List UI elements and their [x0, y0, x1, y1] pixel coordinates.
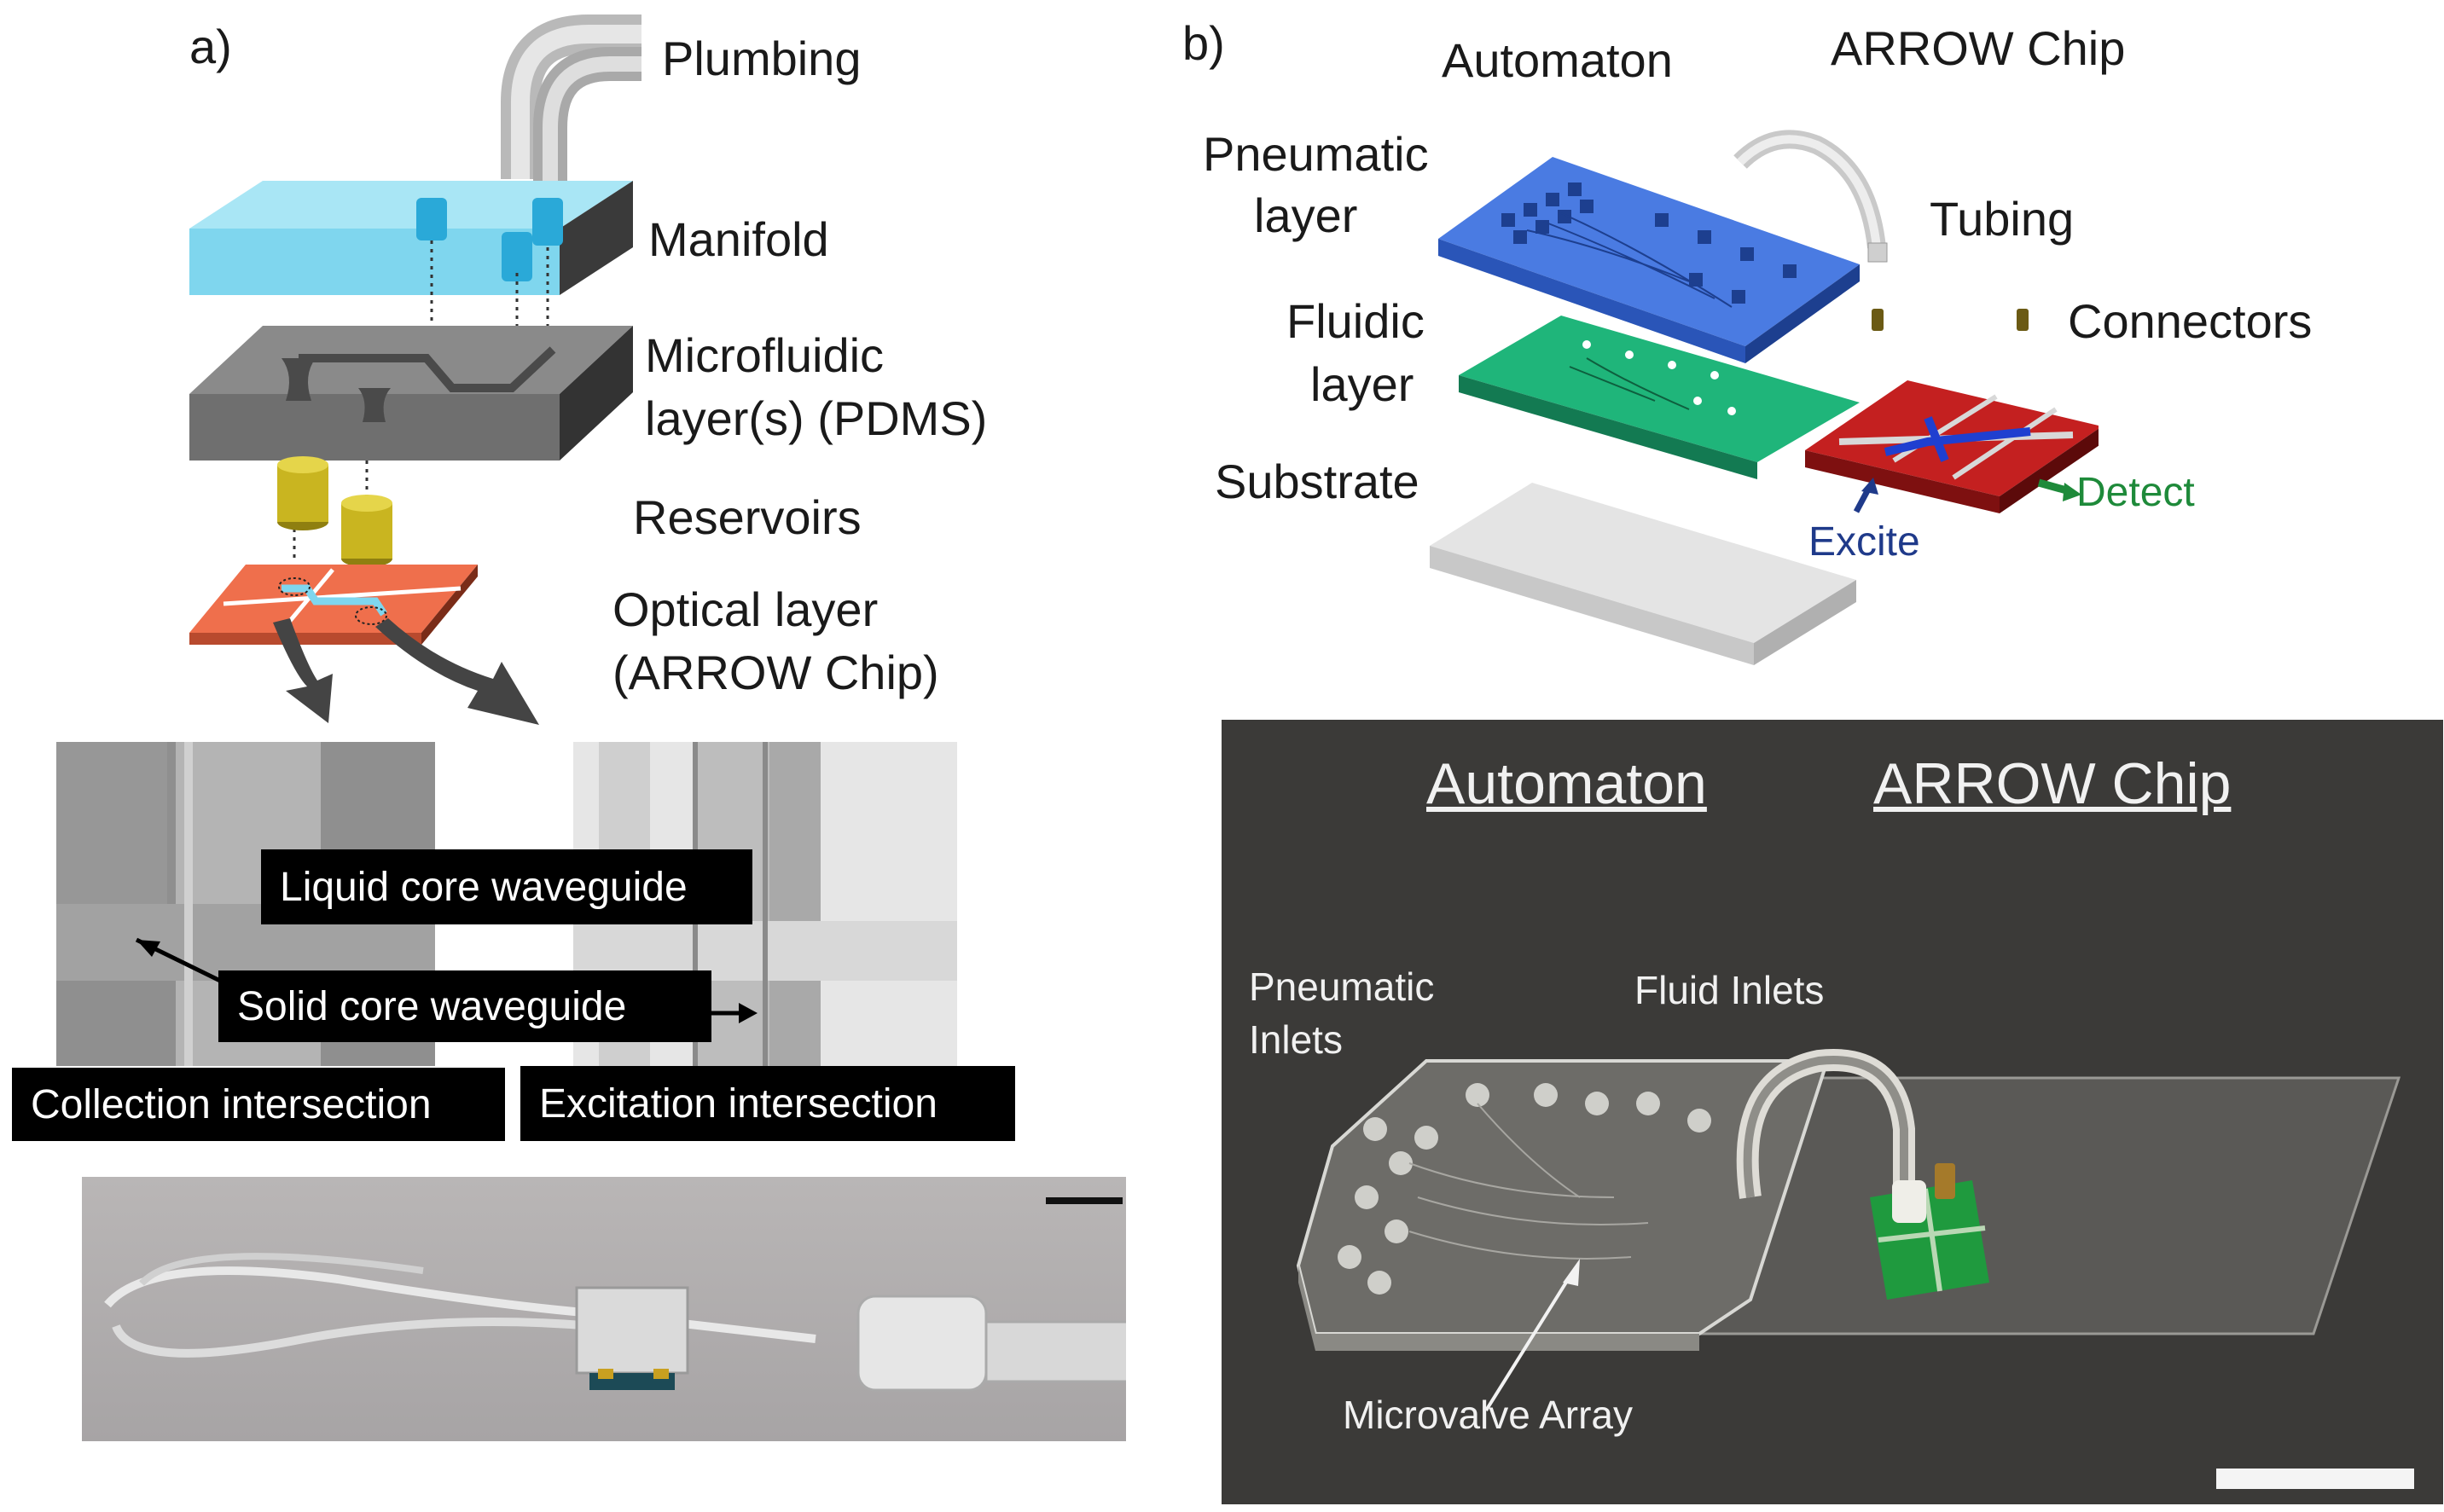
detect-arrow — [2037, 478, 2081, 501]
photo-label-inlets: Inlets — [1249, 1017, 1343, 1062]
panel-a-exploded-diagram — [189, 14, 641, 725]
automaton-photo — [1222, 720, 2443, 1504]
arrow-chip-diagram — [1805, 380, 2099, 513]
fluidic-layer — [1459, 316, 1860, 479]
label-microfluidic: Microfluidic — [645, 328, 885, 382]
photo-label-fluid-inlets: Fluid Inlets — [1634, 968, 1825, 1012]
connector-icon — [1872, 309, 1884, 331]
pdms-layer — [189, 326, 633, 461]
label-plumbing: Plumbing — [662, 32, 862, 85]
optical-layer-chip — [189, 565, 478, 645]
zoom-arrows — [273, 618, 539, 725]
photo-label-microvalve-array: Microvalve Array — [1343, 1393, 1633, 1437]
label-pneumatic-layer: layer — [1254, 188, 1358, 242]
label-fluidic: Fluidic — [1286, 294, 1425, 348]
reservoirs — [277, 456, 392, 567]
label-fluidic-layer: layer — [1310, 357, 1414, 411]
label-excite: Excite — [1808, 519, 1920, 565]
panel-a-tag: a) — [189, 20, 232, 73]
scale-bar-b — [2216, 1469, 2414, 1489]
substrate — [1430, 483, 1856, 665]
label-substrate: Substrate — [1215, 455, 1419, 508]
photo-label-arrow-chip: ARROW Chip — [1873, 751, 2232, 816]
label-arrow-chip-b: ARROW Chip — [1831, 21, 2126, 75]
label-excitation-intersection: Excitation intersection — [520, 1066, 1015, 1141]
label-manifold: Manifold — [648, 212, 829, 266]
label-connectors: Connectors — [2068, 294, 2313, 348]
panel-b-exploded-diagram — [1430, 130, 2099, 665]
panel-b-tag: b) — [1182, 16, 1225, 70]
label-automaton: Automaton — [1442, 33, 1673, 87]
plumbing-pipes — [501, 14, 641, 196]
label-optical-layer: Optical layer — [612, 582, 879, 636]
sem-pointer-arrows — [135, 937, 758, 1023]
label-pdms: layer(s) (PDMS) — [645, 391, 988, 445]
pneumatic-layer — [1438, 157, 1860, 363]
label-liquid-core-waveguide: Liquid core waveguide — [261, 849, 752, 924]
device-photo — [82, 1177, 1126, 1441]
photo-label-automaton: Automaton — [1426, 751, 1707, 816]
excite-arrow — [1853, 478, 1878, 513]
manifold-block — [189, 181, 633, 295]
photo-label-pneumatic: Pneumatic — [1249, 965, 1435, 1009]
label-pneumatic: Pneumatic — [1203, 127, 1429, 181]
label-detect: Detect — [2076, 470, 2195, 515]
device-photo-drawing — [104, 1253, 1126, 1392]
label-solid-core-waveguide: Solid core waveguide — [218, 970, 711, 1042]
label-arrow-chip: (ARROW Chip) — [612, 646, 939, 699]
tubing — [1733, 130, 1888, 263]
label-reservoirs: Reservoirs — [633, 490, 862, 544]
scale-bar-a — [1046, 1197, 1123, 1204]
connector-icon — [2017, 309, 2029, 331]
label-collection-intersection: Collection intersection — [12, 1068, 505, 1141]
label-tubing: Tubing — [1930, 192, 2075, 246]
automaton-photo-drawing — [1296, 1049, 2401, 1412]
